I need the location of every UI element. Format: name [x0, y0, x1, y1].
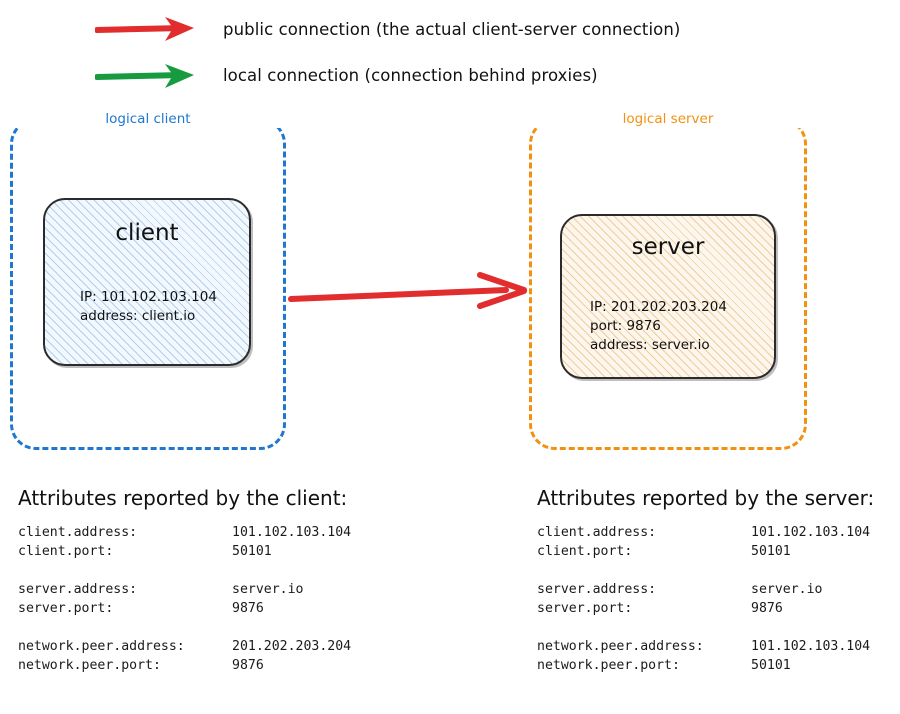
- legend-item-public: public connection (the actual client-ser…: [95, 12, 680, 46]
- attr-key: server.address:: [18, 582, 138, 597]
- attr-row: server.port: 9876: [18, 600, 351, 619]
- attr-value: 9876: [232, 658, 264, 673]
- client-node: client IP: 101.102.103.104 address: clie…: [43, 198, 251, 366]
- attr-row: server.address: server.io: [18, 581, 351, 600]
- attr-row: client.address: 101.102.103.104: [537, 524, 870, 543]
- attr-key: client.address:: [537, 525, 657, 540]
- logical-client-group: logical client: [10, 110, 286, 450]
- logical-server-group: logical server: [529, 110, 807, 450]
- attr-value: 50101: [751, 658, 791, 673]
- public-connection-arrow-icon: [288, 272, 527, 309]
- attr-key: network.peer.address:: [537, 639, 704, 654]
- server-node-details: IP: 201.202.203.204 port: 9876 address: …: [590, 299, 727, 353]
- client-node-details: IP: 101.102.103.104 address: client.io: [80, 289, 217, 324]
- attr-row: client.port: 50101: [18, 543, 351, 562]
- attr-value: server.io: [232, 582, 304, 597]
- attr-row: server.address: server.io: [537, 581, 870, 600]
- attr-row: network.peer.address: 201.202.203.204: [18, 638, 351, 657]
- attr-key: server.address:: [537, 582, 657, 597]
- server-attributes-body: client.address: 101.102.103.104 client.por…: [537, 524, 870, 676]
- attr-key: server.port:: [537, 601, 633, 616]
- legend-label-local: local connection (connection behind prox…: [223, 65, 598, 85]
- attr-value: 9876: [232, 601, 264, 616]
- attr-row: server.port: 9876: [537, 600, 870, 619]
- attr-value: 101.102.103.104: [232, 525, 352, 540]
- attr-row: client.address: 101.102.103.104: [18, 524, 351, 543]
- attr-value: 50101: [751, 544, 791, 559]
- server-node-title: server: [631, 234, 705, 260]
- arrow-right-icon: [95, 17, 194, 41]
- attr-key: server.port:: [18, 601, 114, 616]
- attr-row: network.peer.port: 50101: [537, 657, 870, 676]
- attr-group-spacer: [537, 619, 870, 638]
- logical-server-label: logical server: [532, 110, 804, 128]
- client-attributes-body: client.address: 101.102.103.104 client.por…: [18, 524, 351, 676]
- attr-row: network.peer.port: 9876: [18, 657, 351, 676]
- attr-key: network.peer.address:: [18, 639, 185, 654]
- attr-group-spacer: [18, 619, 351, 638]
- arrow-right-icon: [95, 64, 194, 88]
- attr-value: 50101: [232, 544, 272, 559]
- attr-value: 101.102.103.104: [751, 639, 871, 654]
- client-attributes-table: client.address: 101.102.103.104 client.por…: [18, 524, 351, 676]
- attr-row: client.port: 50101: [537, 543, 870, 562]
- server-attributes-heading: Attributes reported by the server:: [537, 486, 875, 510]
- server-node: server IP: 201.202.203.204 port: 9876 ad…: [560, 214, 776, 379]
- attr-group-spacer: [537, 562, 870, 581]
- legend-item-local: local connection (connection behind prox…: [95, 58, 598, 92]
- attr-group-spacer: [18, 562, 351, 581]
- attr-value: server.io: [751, 582, 823, 597]
- server-attributes-block: Attributes reported by the server: clien…: [537, 486, 874, 676]
- logical-client-label: logical client: [13, 110, 283, 128]
- client-node-title: client: [115, 220, 179, 246]
- attr-key: client.address:: [18, 525, 138, 540]
- attr-key: network.peer.port:: [18, 658, 161, 673]
- attr-value: 201.202.203.204: [232, 639, 352, 654]
- attr-key: client.port:: [537, 544, 633, 559]
- attr-key: network.peer.port:: [537, 658, 680, 673]
- client-attributes-heading: Attributes reported by the client:: [18, 486, 348, 510]
- attr-key: client.port:: [18, 544, 114, 559]
- server-attributes-table: client.address: 101.102.103.104 client.por…: [537, 524, 870, 676]
- legend-label-public: public connection (the actual client-ser…: [223, 19, 681, 39]
- attr-row: network.peer.address: 101.102.103.104: [537, 638, 870, 657]
- attr-value: 9876: [751, 601, 783, 616]
- attr-value: 101.102.103.104: [751, 525, 871, 540]
- client-attributes-block: Attributes reported by the client: clien…: [18, 486, 351, 676]
